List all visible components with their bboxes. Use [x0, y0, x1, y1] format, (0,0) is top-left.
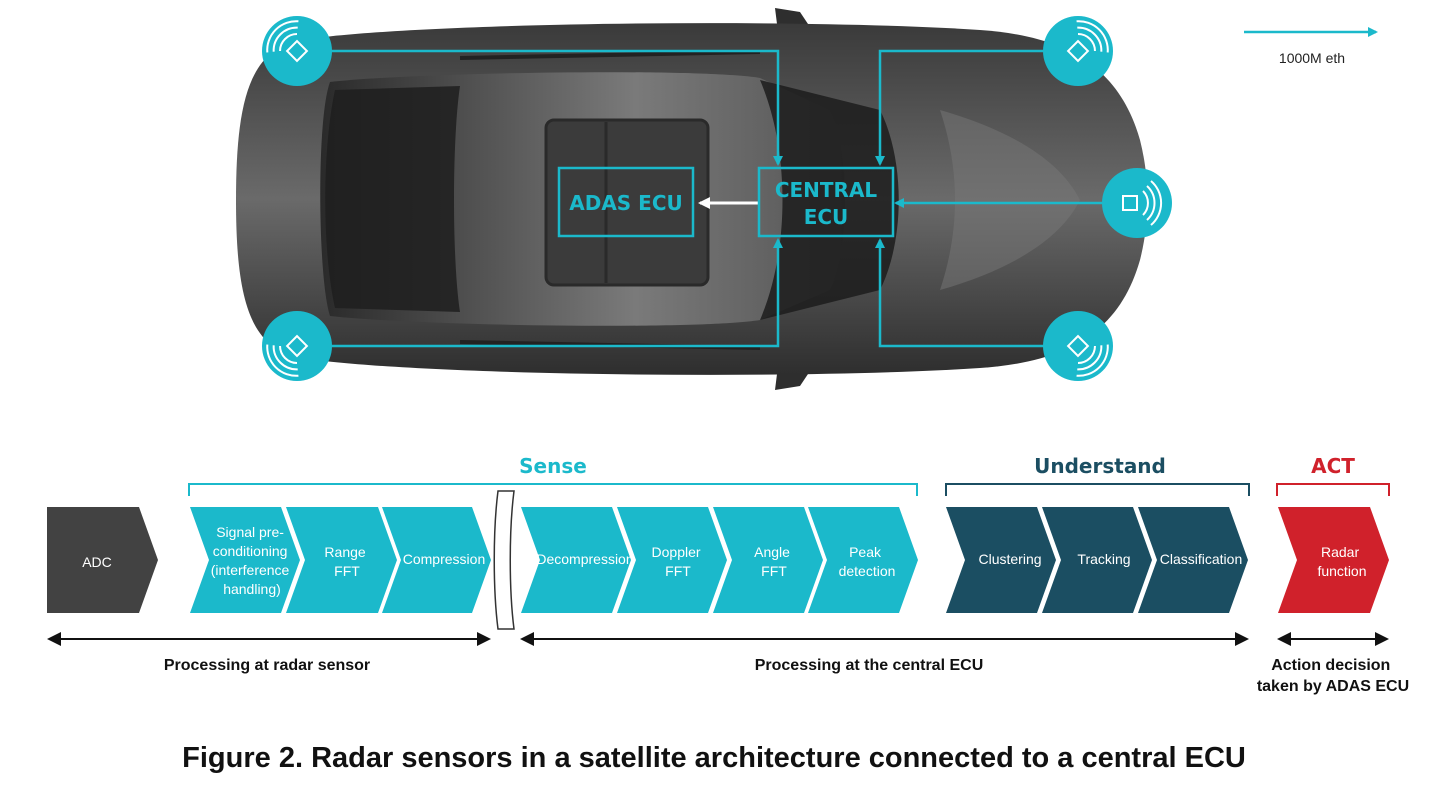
- stage-classification: Classification: [1138, 507, 1248, 613]
- adas-ecu-label: ADAS ECU: [569, 191, 683, 215]
- legend-label: 1000M eth: [1279, 50, 1345, 66]
- radar-sensor-front-center: [1102, 168, 1172, 238]
- stage-decompression-label: Decompression: [536, 551, 633, 567]
- stage-compression: Compression: [382, 507, 491, 613]
- span-radar-sensor-label: Processing at radar sensor: [164, 657, 370, 674]
- stage-tracking-label: Tracking: [1077, 551, 1130, 567]
- legend: 1000M eth: [1244, 27, 1378, 66]
- link-front-left-bottom: [875, 238, 1078, 348]
- group-act: ACT: [1276, 454, 1390, 496]
- central-ecu-box: CENTRAL ECU: [757, 166, 895, 238]
- stage-peak-detection: Peak detection: [808, 507, 918, 613]
- stage-compression-label: Compression: [403, 551, 485, 567]
- radar-sensor-rear-left-top: [262, 15, 332, 86]
- span-action-decision: Action decision taken by ADAS ECU: [1257, 632, 1409, 695]
- stage-radar-function-label: Radar function: [1317, 544, 1366, 579]
- stage-signal-preconditioning: Signal pre- conditioning (interference h…: [190, 507, 300, 613]
- span-central-ecu: Processing at the central ECU: [520, 632, 1249, 674]
- radar-sensor-rear-left-bottom: [262, 311, 332, 381]
- group-understand-bracket: [945, 483, 1250, 496]
- group-understand-title: Understand: [1034, 454, 1166, 478]
- stage-tracking: Tracking: [1042, 507, 1152, 613]
- stage-decompression: Decompression: [521, 507, 634, 613]
- figure-caption: Figure 2. Radar sensors in a satellite a…: [182, 742, 1246, 774]
- stage-angle-fft-label: Angle FFT: [754, 544, 794, 579]
- pipeline: ADC Signal pre- conditioning (interferen…: [47, 490, 1389, 630]
- stage-adc-label: ADC: [82, 554, 112, 570]
- span-central-ecu-label: Processing at the central ECU: [755, 657, 984, 674]
- link-front-left-top: [875, 49, 1078, 166]
- span-action-decision-label: Action decision taken by ADAS ECU: [1257, 657, 1409, 695]
- stage-adc: ADC: [47, 507, 158, 613]
- group-sense: Sense: [188, 454, 918, 496]
- car-illustration: [236, 8, 1148, 390]
- group-act-bracket: [1276, 483, 1390, 496]
- span-radar-sensor: Processing at radar sensor: [47, 632, 491, 674]
- stage-range-fft-label: Range FFT: [324, 544, 369, 579]
- stage-doppler-fft-label: Doppler FFT: [652, 544, 705, 579]
- link-rear-left-bottom: [297, 238, 783, 348]
- stage-signal-preconditioning-label: Signal pre- conditioning (interference h…: [211, 524, 293, 597]
- stage-radar-function: Radar function: [1278, 507, 1389, 613]
- pipeline-break-separator: [493, 490, 515, 630]
- radar-sensor-front-bottom: [1043, 311, 1113, 381]
- stage-classification-label: Classification: [1160, 551, 1242, 567]
- ethernet-links: [297, 49, 1140, 348]
- group-act-title: ACT: [1311, 454, 1355, 478]
- central-ecu-label-line1: CENTRAL: [775, 178, 878, 202]
- adas-ecu-box: ADAS ECU: [557, 166, 695, 238]
- processing-spans: Processing at radar sensor Processing at…: [47, 632, 1409, 695]
- group-sense-title: Sense: [519, 454, 587, 478]
- stage-clustering-label: Clustering: [978, 551, 1041, 567]
- stage-clustering: Clustering: [946, 507, 1056, 613]
- stage-range-fft: Range FFT: [286, 507, 397, 613]
- group-sense-bracket: [188, 483, 918, 496]
- stage-angle-fft: Angle FFT: [713, 507, 823, 613]
- stage-peak-detection-label: Peak detection: [839, 544, 896, 579]
- stage-doppler-fft: Doppler FFT: [617, 507, 727, 613]
- group-understand: Understand: [945, 454, 1250, 496]
- radar-sensor-front-top: [1043, 15, 1113, 86]
- central-ecu-label-line2: ECU: [804, 205, 849, 229]
- link-rear-left-top: [297, 49, 783, 166]
